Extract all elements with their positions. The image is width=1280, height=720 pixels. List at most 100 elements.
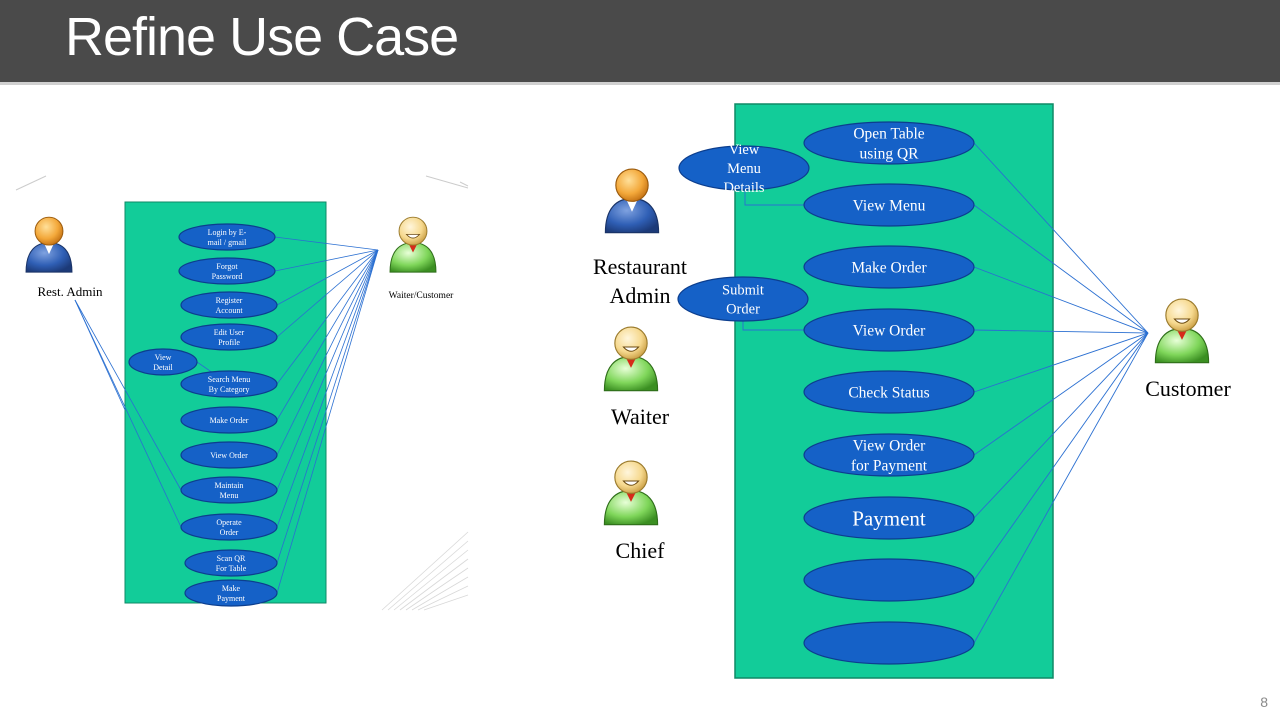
left-use-case-10-label: For Table: [216, 564, 247, 573]
decorative-stroke: [425, 175, 469, 189]
customer-actor-tie: [1177, 330, 1187, 340]
decorative-hatch: [417, 585, 469, 611]
right-use-case-5-label: for Payment: [851, 457, 928, 474]
left-use-case-3: [180, 323, 278, 351]
decorative-hatch: [399, 558, 469, 611]
customer-actor-head: [1165, 298, 1199, 332]
chief-actor-head: [614, 460, 648, 494]
waiter-customer-actor: [389, 216, 437, 273]
waiter-customer-actor-head: [398, 216, 428, 246]
association-line: [973, 332, 1149, 393]
right-use-case-4: [803, 370, 975, 414]
association-line: [274, 236, 379, 251]
association-line: [973, 332, 1149, 456]
right-use-case-0-label: Open Table: [853, 125, 924, 142]
association-line: [973, 332, 1149, 519]
association-line: [276, 249, 379, 456]
right-use-case-10-label: Submit: [722, 283, 764, 299]
left-use-case-8: [180, 476, 278, 504]
right-use-case-7: [803, 558, 975, 602]
left-use-case-8-label: Menu: [220, 491, 239, 500]
left-use-case-3-label: Profile: [218, 338, 240, 347]
left-use-case-1-label: Forgot: [216, 262, 238, 271]
decorative-hatch: [405, 567, 469, 611]
right-use-case-5: [803, 433, 975, 477]
right-use-case-3: [803, 308, 975, 352]
right-use-case-10-label: Order: [726, 302, 760, 318]
association-line: [276, 249, 379, 385]
left-use-case-3-label: Edit User: [214, 328, 245, 337]
left-use-case-7: [180, 441, 278, 469]
right-use-case-9-label: Menu: [727, 161, 761, 177]
slide-title: Refine Use Case: [65, 7, 459, 67]
association-line: [74, 299, 182, 528]
waiter-customer-actor-tie: [408, 244, 418, 253]
rest-admin-actor-head: [34, 216, 64, 246]
association-line: [276, 249, 379, 306]
page-number: 8: [1260, 694, 1268, 710]
restaurant-admin-actor-collar: [626, 199, 638, 212]
left-use-case-2-label: Register: [216, 296, 243, 305]
right-use-case-2: [803, 245, 975, 289]
association-line: [973, 204, 1149, 334]
association-line: [74, 299, 182, 491]
include-connector: [744, 190, 804, 206]
left-use-case-2: [180, 291, 278, 319]
right-use-case-9: [678, 145, 810, 191]
association-line: [274, 249, 379, 272]
title-bar: Refine Use Case: [0, 0, 1280, 85]
waiter-actor-tie: [626, 358, 636, 368]
left-use-case-4-label: Detail: [153, 363, 173, 372]
left-use-case-6-label: Make Order: [210, 416, 249, 425]
chief-label: Chief: [616, 538, 666, 563]
association-line: [973, 329, 1149, 334]
chief-actor-smile: [622, 480, 640, 486]
association-line: [276, 249, 379, 528]
right-use-case-10: [677, 276, 809, 322]
decorative-hatch: [423, 594, 469, 611]
include-connector: [742, 318, 804, 331]
left-use-case-8-label: Maintain: [215, 481, 244, 490]
customer-actor-smile: [1173, 318, 1191, 324]
left-use-case-10: [184, 549, 278, 577]
left-use-case-5-label: Search Menu: [208, 375, 250, 384]
right-use-case-5-label: View Order: [853, 437, 927, 454]
association-line: [276, 249, 379, 338]
chief-actor-tie: [626, 492, 636, 502]
association-line: [276, 249, 379, 564]
left-use-case-0: [178, 223, 276, 251]
right-use-case-6: [803, 496, 975, 540]
left-use-case-4-label: View: [155, 353, 172, 362]
waiter-actor-head: [614, 326, 648, 360]
left-use-case-11-label: Make: [222, 584, 241, 593]
left-use-case-7-label: View Order: [210, 451, 248, 460]
right-use-case-8: [803, 621, 975, 665]
association-line: [973, 332, 1149, 581]
restaurant-admin-label: Admin: [609, 283, 670, 308]
left-use-case-5-label: By Category: [209, 385, 250, 394]
rest-admin-label: Rest. Admin: [37, 284, 103, 299]
left-use-case-1: [178, 257, 276, 285]
left-use-case-9-label: Order: [220, 528, 239, 537]
decorative-hatch: [387, 540, 469, 611]
left-use-case-5: [180, 370, 278, 398]
decorative-hatch: [381, 531, 469, 611]
left-use-case-0-label: Login by E-: [208, 228, 247, 237]
right-use-case-9-label: View: [729, 142, 760, 158]
decorative-stroke: [459, 181, 469, 187]
right-use-case-3-label: View Order: [853, 322, 927, 339]
chief-actor: [603, 460, 659, 526]
left-use-case-10-label: Scan QR: [217, 554, 246, 563]
restaurant-admin-label: Restaurant: [593, 254, 687, 279]
left-use-case-11-label: Payment: [217, 594, 246, 603]
right-use-case-2-label: Make Order: [851, 259, 927, 276]
right-use-case-4-label: Check Status: [848, 384, 929, 401]
left-use-case-4: [128, 348, 198, 376]
right-use-case-1-label: View Menu: [853, 197, 926, 214]
association-line: [973, 142, 1149, 334]
right-use-case-0: [803, 121, 975, 165]
rest-admin-actor-collar: [44, 243, 54, 255]
restaurant-admin-actor: [604, 168, 660, 234]
left-use-case-11: [184, 579, 278, 607]
